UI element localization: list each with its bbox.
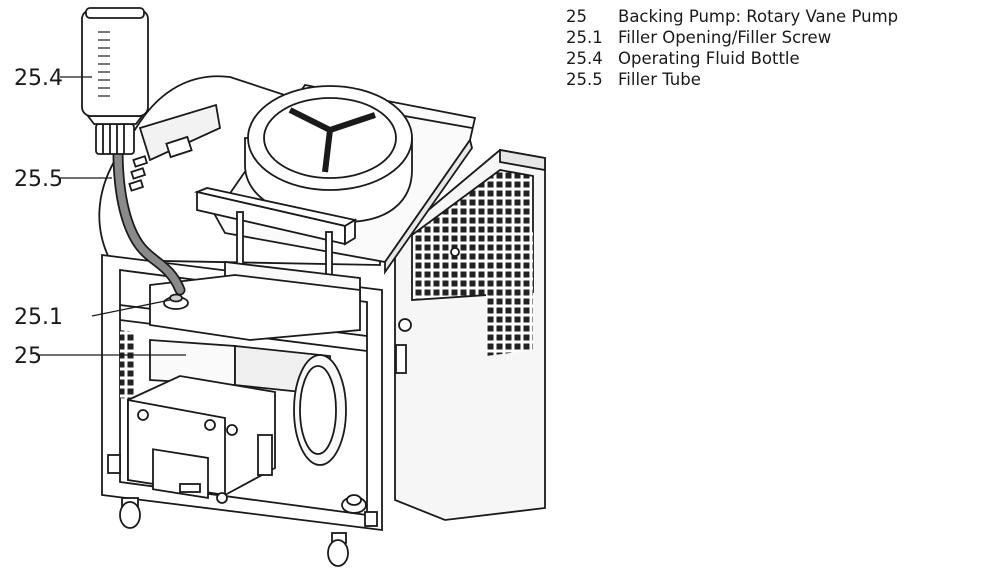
frame-mesh [120, 330, 135, 400]
legend-number: 25.5 [566, 70, 603, 89]
casters [107, 454, 378, 567]
callout-leaders [36, 76, 186, 356]
legend-text: Operating Fluid Bottle [618, 49, 800, 68]
side-cabinet [394, 148, 546, 521]
legend-item: 25 Backing Pump: Rotary Vane Pump [566, 6, 898, 27]
callout-tube: 25.5 [14, 167, 63, 192]
legend: 25 Backing Pump: Rotary Vane Pump 25.1 F… [566, 6, 898, 90]
callout-bottle: 25.4 [14, 66, 63, 91]
ventilation-grille-side [486, 232, 533, 356]
callout-filler: 25.1 [14, 305, 63, 330]
rotary-vane-pump [127, 274, 367, 514]
callout-pump: 25 [14, 344, 42, 369]
legend-text: Backing Pump: Rotary Vane Pump [618, 7, 899, 26]
legend-number: 25.4 [566, 49, 603, 68]
legend-item: 25.4 Operating Fluid Bottle [566, 48, 898, 69]
legend-item: 25.5 Filler Tube [566, 69, 898, 90]
operating-fluid-bottle [81, 7, 149, 155]
legend-text: Filler Opening/Filler Screw [618, 28, 832, 47]
legend-number: 25.1 [566, 28, 603, 47]
carry-handle [193, 187, 358, 293]
legend-number: 25 [566, 7, 587, 26]
legend-item: 25.1 Filler Opening/Filler Screw [566, 27, 898, 48]
legend-text: Filler Tube [618, 70, 701, 89]
